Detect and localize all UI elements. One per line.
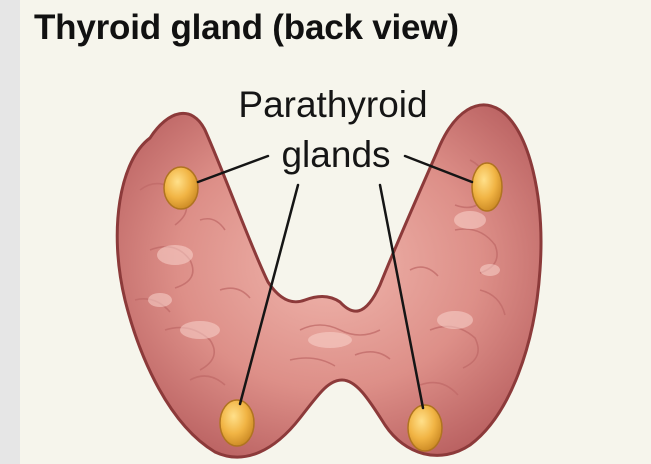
parathyroid-gland-upper-left (164, 167, 198, 209)
parathyroid-gland-lower-left (220, 400, 254, 446)
parathyroid-label-line2: glands (281, 134, 390, 175)
parathyroid-gland-lower-right (408, 405, 442, 451)
parathyroid-label-line1: Parathyroid (238, 84, 427, 125)
parathyroid-gland-upper-right (472, 163, 502, 211)
